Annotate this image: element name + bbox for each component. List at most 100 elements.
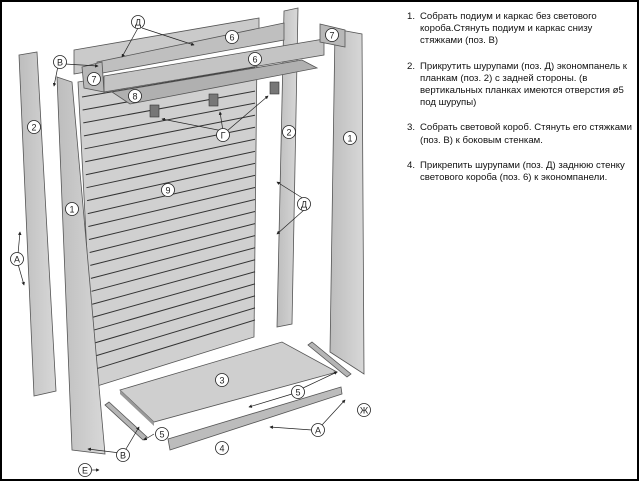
callout-circle (357, 403, 371, 417)
slat-groove (90, 235, 256, 279)
instruction-step: 3. Собрать световой короб. Стянуть его ст… (405, 122, 633, 146)
callout-circle (65, 202, 79, 216)
callout-p1: 1 (343, 131, 357, 145)
slat-groove (92, 259, 256, 305)
step-number: 4. (407, 159, 416, 171)
callout-p8: 8 (128, 89, 142, 103)
slat-groove (93, 295, 256, 344)
lamp-fixtures (149, 81, 280, 118)
callout-D: Д (297, 197, 311, 211)
callout-circle (87, 72, 101, 86)
slat-groove (90, 223, 256, 266)
callout-label: 2 (31, 123, 36, 133)
right-side-panel (329, 28, 365, 375)
callout-label: 6 (252, 55, 257, 65)
callout-circle (131, 15, 145, 29)
callout-circle (128, 89, 142, 103)
podium-top-edge (120, 390, 154, 426)
callout-circle (78, 463, 92, 477)
callout-p6: 6 (225, 30, 239, 44)
podium-front-rail (167, 386, 343, 451)
callout-label: Д (301, 200, 307, 210)
callout-label: Д (135, 18, 141, 28)
callout-V: В (116, 448, 130, 462)
callout-p2: 2 (282, 125, 296, 139)
callout-circle (291, 385, 305, 399)
callout-circle (53, 55, 67, 69)
callout-label: 1 (69, 205, 74, 215)
callout-label: 7 (91, 75, 96, 85)
right-strip (276, 7, 299, 328)
slat-groove (91, 247, 256, 292)
callout-label: 8 (132, 92, 137, 102)
left-strip (18, 51, 57, 397)
podium-side-rail-right (307, 341, 352, 378)
callout-p5: 5 (155, 427, 169, 441)
callout-label: В (120, 451, 126, 461)
callout-label: 5 (159, 430, 164, 440)
slat-groove (83, 90, 256, 124)
callout-p1: 1 (65, 202, 79, 216)
callout-p7: 7 (325, 28, 339, 42)
callout-circle (116, 448, 130, 462)
callout-label: 9 (165, 186, 170, 196)
callout-p5: 5 (291, 385, 305, 399)
callout-p4: 4 (215, 441, 229, 455)
assembly-instructions: 1.Собрать подиум и каркас без светового … (405, 11, 633, 197)
callout-circle (248, 52, 262, 66)
step-text: Собрать подиум и каркас без светового ко… (420, 11, 597, 47)
step-text: Собрать световой короб. Стянуть его стяж… (420, 122, 632, 146)
callout-circle (215, 373, 229, 387)
slat-groove (93, 283, 256, 331)
light-box-bottom-plate (110, 59, 319, 105)
callout-A: А (311, 423, 325, 437)
callout-E: Е (78, 463, 92, 477)
slat-groove (95, 319, 256, 370)
callout-label: 1 (347, 134, 352, 144)
callout-Zh: Ж (357, 403, 371, 417)
slat-groove (86, 162, 256, 202)
slat-groove (89, 211, 256, 253)
step-number: 3. (407, 122, 416, 134)
callout-D: Д (131, 15, 145, 29)
callout-label: Г (221, 131, 226, 141)
callout-p9: 9 (161, 183, 175, 197)
callout-circle (225, 30, 239, 44)
instruction-step: 4. Прикрепить шурупами (поз. Д) заднюю ст… (405, 160, 633, 184)
step-number: 2. (407, 60, 416, 72)
callout-label: В (57, 58, 63, 68)
slat-groove (85, 138, 256, 176)
assembly-drawing: 2 1 9 2 1 6 6 7 7 8Г Д Д В А 3 5 5 4 А Ж В Е (10, 7, 371, 477)
callout-label: 6 (229, 33, 234, 43)
callout-circle (10, 252, 24, 266)
callout-p7: 7 (87, 72, 101, 86)
callout-label: Е (82, 466, 88, 476)
callout-label: 7 (329, 31, 334, 41)
callout-circle (311, 423, 325, 437)
callout-circle (343, 131, 357, 145)
step-text: Прикрутить шурупами (поз. Д) экономпанел… (420, 60, 627, 109)
callout-p3: 3 (215, 373, 229, 387)
callout-label: Ж (360, 406, 369, 416)
callout-label: 4 (219, 444, 224, 454)
slat-groove (83, 102, 256, 137)
callout-label: А (14, 255, 20, 265)
slat-groove (86, 150, 256, 189)
callout-circle (297, 197, 311, 211)
callout-label: 5 (295, 388, 300, 398)
callout-V: В (53, 55, 67, 69)
slat-groove (92, 271, 256, 318)
callout-label: А (315, 426, 321, 436)
callout-circle (325, 28, 339, 42)
left-side-panel (56, 76, 106, 455)
callout-label: 3 (219, 376, 224, 386)
callout-circle (215, 441, 229, 455)
slat-groove (88, 186, 256, 228)
callout-p2: 2 (27, 120, 41, 134)
step-text: Прикрепить шурупами (поз. Д) заднюю стен… (420, 159, 625, 184)
callout-circle (282, 125, 296, 139)
slat-groove (88, 199, 256, 240)
callout-circle (161, 183, 175, 197)
slat-groove (84, 114, 256, 150)
